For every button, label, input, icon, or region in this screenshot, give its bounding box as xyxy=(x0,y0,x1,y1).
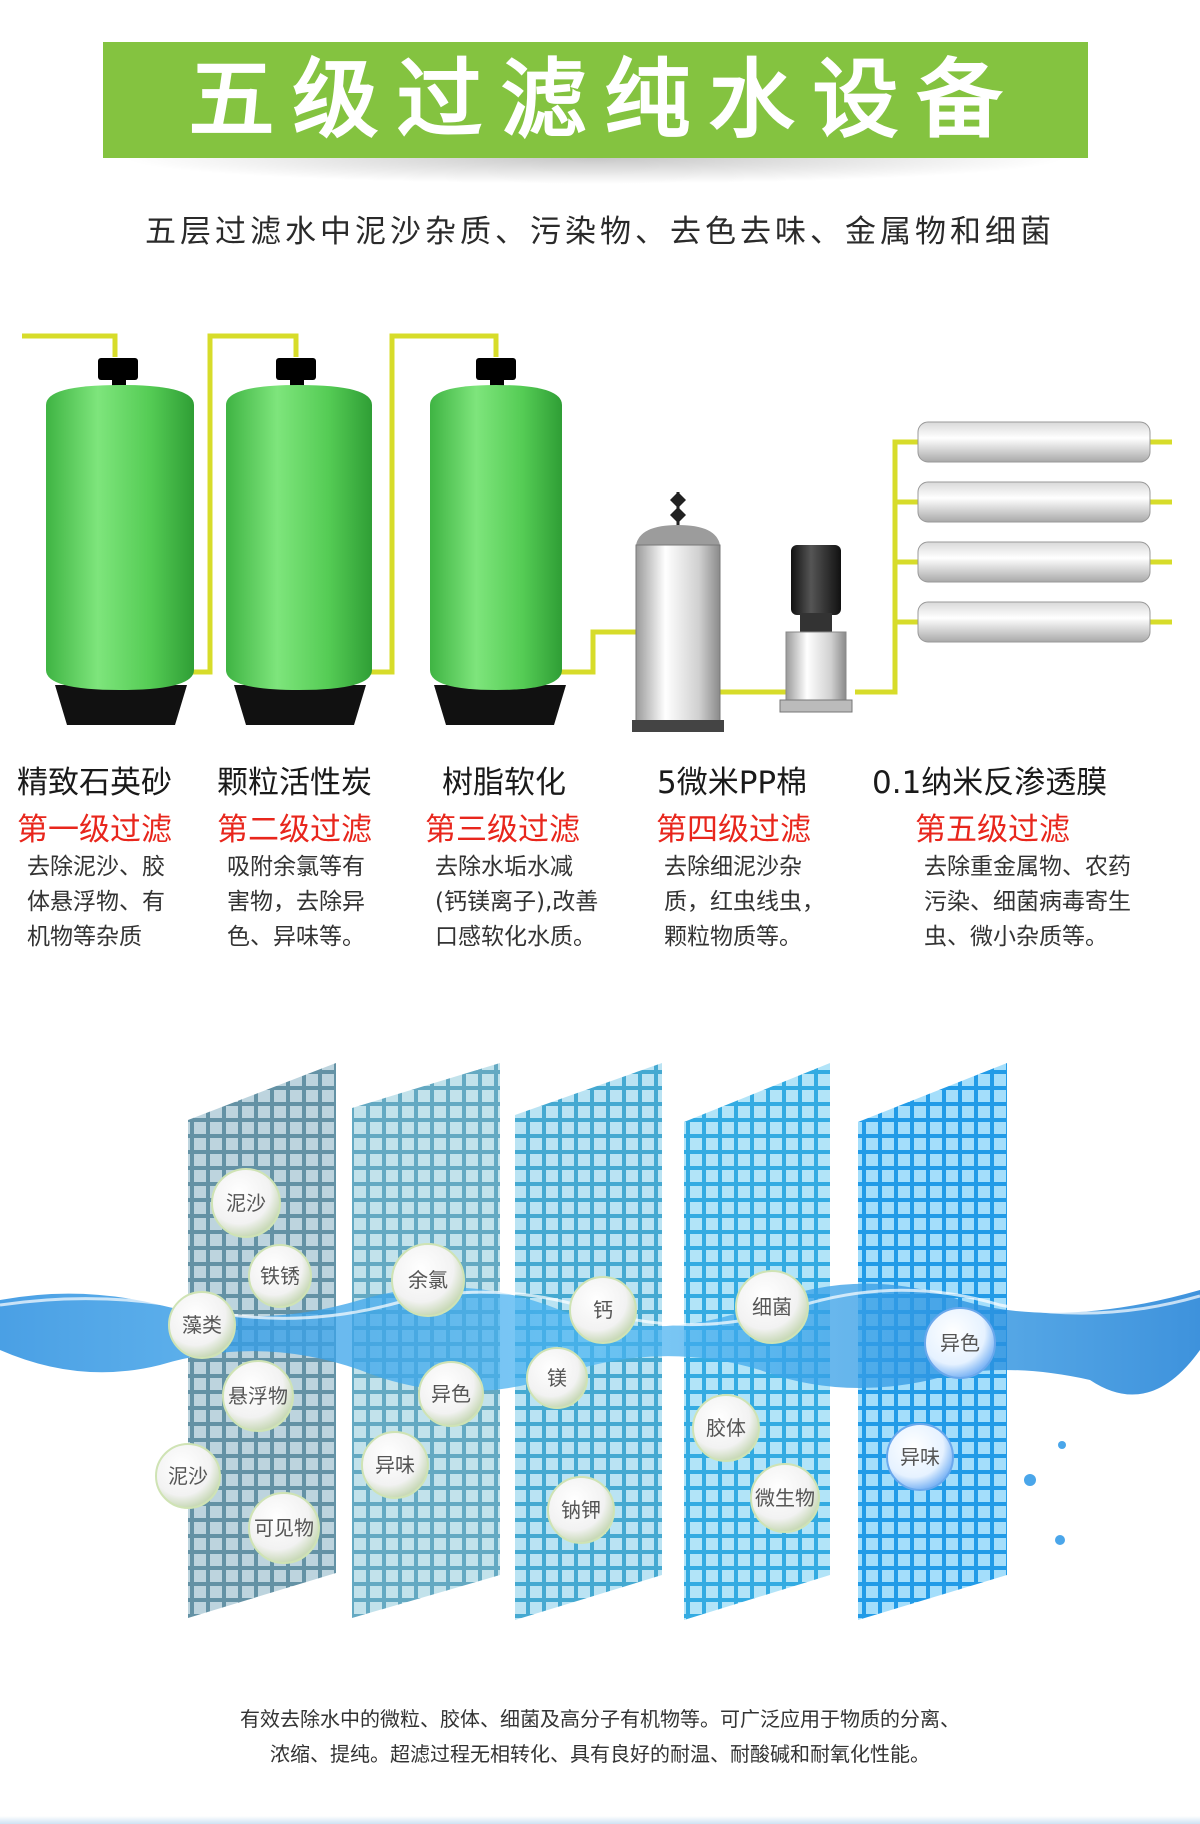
impurity-label: 泥沙 xyxy=(226,1191,266,1215)
impurity-bubble: 藻类 xyxy=(168,1291,236,1359)
title-banner xyxy=(103,42,1088,158)
impurity-bubble: 镁 xyxy=(526,1347,588,1409)
stage-3-level: 第三级过滤 xyxy=(425,812,580,848)
impurity-bubble: 钠钾 xyxy=(547,1476,615,1544)
equipment-diagram xyxy=(22,333,1172,732)
impurity-label: 藻类 xyxy=(182,1313,222,1337)
stage-2-desc: 吸附余氯等有害物，去除异色、异味等。 xyxy=(227,854,365,950)
tank-3 xyxy=(430,358,566,725)
stage-1-desc: 去除泥沙、胶体悬浮物、有机物等杂质 xyxy=(27,854,165,950)
page-title: 五级过滤纯水设备 xyxy=(188,50,1021,150)
stage-3-desc: 去除水垢水减(钙镁离子),改善口感软化水质。 xyxy=(435,854,599,950)
impurity-bubble: 泥沙 xyxy=(155,1443,221,1509)
bottom-divider xyxy=(0,1816,1200,1824)
impurity-bubble: 异色 xyxy=(418,1361,484,1427)
stage-2-name: 颗粒活性炭 xyxy=(217,765,372,801)
stage-4-desc: 去除细泥沙杂质，红虫线虫，颗粒物质等。 xyxy=(664,854,825,950)
impurity-label: 悬浮物 xyxy=(228,1384,288,1408)
water-drop xyxy=(1024,1474,1036,1486)
stage-5-level: 第五级过滤 xyxy=(915,812,1070,848)
pump xyxy=(779,545,853,713)
impurity-bubble: 铁锈 xyxy=(248,1244,312,1308)
tank-1 xyxy=(46,358,194,725)
impurity-bubble: 微生物 xyxy=(750,1463,820,1533)
impurity-label: 异色 xyxy=(431,1382,471,1406)
impurity-label: 钙 xyxy=(593,1298,613,1322)
stage-1-level: 第一级过滤 xyxy=(17,812,172,848)
impurity-label: 异色 xyxy=(940,1331,980,1355)
impurity-bubble: 泥沙 xyxy=(211,1168,281,1238)
stage-4-level: 第四级过滤 xyxy=(656,812,811,848)
impurity-label: 可见物 xyxy=(254,1516,314,1540)
impurity-bubble: 钙 xyxy=(569,1276,637,1344)
impurity-label: 余氯 xyxy=(408,1268,448,1292)
water-drop xyxy=(1058,1441,1066,1449)
footer-line-2: 浓缩、提纯。超滤过程无相转化、具有良好的耐温、耐酸碱和耐氧化性能。 xyxy=(270,1742,930,1766)
impurity-label: 胶体 xyxy=(706,1416,746,1440)
impurity-label: 铁锈 xyxy=(260,1264,300,1288)
pp-filter-housing xyxy=(632,492,724,732)
stage-5-name: 0.1纳米反渗透膜 xyxy=(872,765,1108,801)
impurity-bubble: 异色 xyxy=(924,1307,996,1379)
impurity-bubble: 胶体 xyxy=(692,1394,760,1462)
tank-2 xyxy=(226,358,372,725)
stage-1-name: 精致石英砂 xyxy=(17,765,172,801)
impurity-label: 泥沙 xyxy=(168,1464,208,1488)
impurity-bubble: 余氯 xyxy=(391,1243,465,1317)
impurity-bubble: 悬浮物 xyxy=(222,1360,294,1432)
pipe-lines xyxy=(22,333,1172,695)
impurity-bubble: 细菌 xyxy=(735,1270,809,1344)
ro-membranes xyxy=(917,421,1151,643)
impurity-bubble: 可见物 xyxy=(248,1492,320,1564)
impurity-label: 钠钾 xyxy=(561,1498,601,1522)
impurity-label: 微生物 xyxy=(755,1486,815,1510)
impurity-label: 镁 xyxy=(547,1366,567,1390)
impurity-label: 细菌 xyxy=(752,1295,792,1319)
page-subtitle: 五层过滤水中泥沙杂质、污染物、去色去味、金属物和细菌 xyxy=(145,214,1055,250)
impurity-bubble: 异味 xyxy=(361,1431,429,1499)
banner-shadow xyxy=(120,158,1070,184)
impurity-bubble: 异味 xyxy=(886,1423,954,1491)
impurity-label: 异味 xyxy=(375,1453,415,1477)
stage-4-name: 5微米PP棉 xyxy=(657,765,808,801)
impurity-label: 异味 xyxy=(900,1445,940,1469)
footer-line-1: 有效去除水中的微粒、胶体、细菌及高分子有机物等。可广泛应用于物质的分离、 xyxy=(240,1707,960,1731)
stage-5-desc: 去除重金属物、农药污染、细菌病毒寄生虫、微小杂质等。 xyxy=(924,854,1131,950)
stage-3-name: 树脂软化 xyxy=(442,765,566,801)
water-drop xyxy=(1055,1535,1065,1545)
footer-text: 有效去除水中的微粒、胶体、细菌及高分子有机物等。可广泛应用于物质的分离、 浓缩、… xyxy=(0,1702,1200,1772)
stage-2-level: 第二级过滤 xyxy=(217,812,372,848)
